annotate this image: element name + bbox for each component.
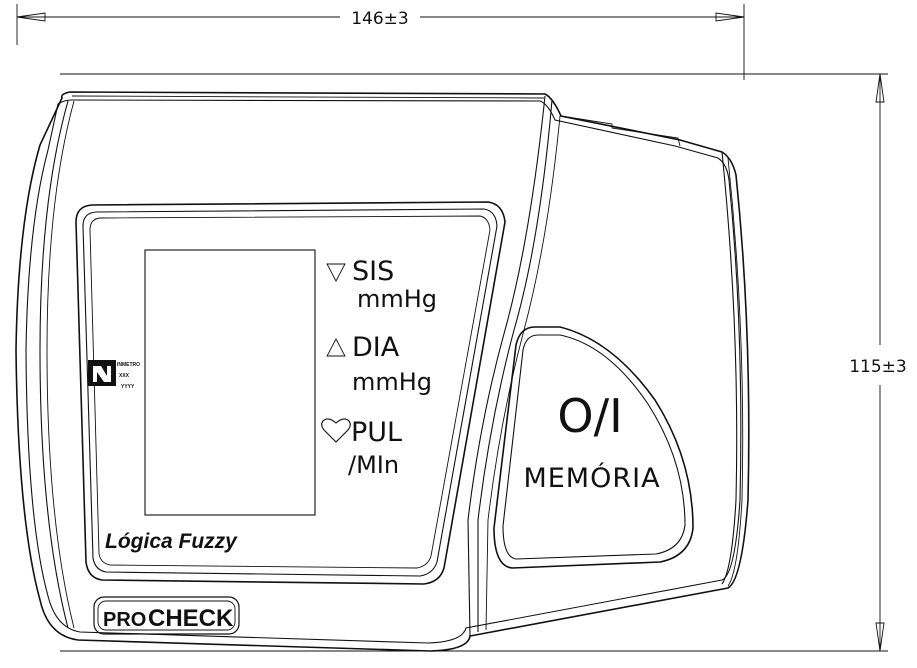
power-memory-button[interactable]: O/I MEMÓRIA [493,326,694,569]
arrow-right-icon [715,12,745,22]
dia-unit: mmHg [352,368,432,396]
device-right-edge [721,151,738,585]
device-left-edge-inner [46,100,75,629]
inmetro-line-3: YYYY [121,384,135,390]
button-outline[interactable] [493,326,694,569]
fuzzy-logic-label: Lógica Fuzzy [105,530,238,553]
triangle-up-icon [326,338,346,357]
display-window [89,215,491,569]
panel-divider [467,95,546,637]
pul-unit: /MIn [348,451,399,479]
heart-icon [321,418,351,443]
display-labels: SIS mmHg DIA mmHg PUL /MIn [321,256,437,479]
inmetro-seal: INMETRO XXX YYYY [88,360,140,390]
arrow-left-icon [16,12,46,22]
memory-label: MEMÓRIA [523,462,660,494]
button-panel-ridge [560,115,681,147]
display-frame-inner [82,208,498,577]
device-top-edge [71,95,545,99]
width-label: 146±3 [351,9,409,29]
inmetro-n-icon [93,366,111,382]
device-left-edge [39,100,69,629]
lcd-screen [144,249,316,516]
dia-label: DIA [352,332,400,363]
device-inner-contour [25,99,742,644]
height-label: 115±3 [849,357,907,377]
height-dimension: 115±3 [60,73,907,652]
width-dimension: 146±3 [16,4,745,80]
brand-name-part1: PRO [103,609,146,631]
brand-logo-frame [93,596,240,635]
power-symbol-label: O/I [557,389,622,443]
triangle-down-icon [326,263,346,282]
arrow-down-icon [875,622,885,652]
inmetro-line-1: INMETRO [117,362,140,368]
inmetro-line-2: XXX [119,373,130,379]
brand-logo: PRO CHECK [93,596,240,635]
pul-label: PUL [351,417,402,448]
brand-name-part2: CHECK [148,605,234,632]
arrow-up-icon [875,73,885,103]
display-frame-outer [75,201,506,585]
display-frame [75,201,506,585]
sis-label: SIS [352,256,394,287]
button-inner-contour [502,334,686,560]
device-body [15,91,750,652]
panel-divider-inner [477,99,553,632]
device-right-edge-outer [727,157,744,587]
sis-unit: mmHg [357,285,437,313]
brand-logo-frame-inner [97,600,236,631]
device-outline [15,91,750,652]
